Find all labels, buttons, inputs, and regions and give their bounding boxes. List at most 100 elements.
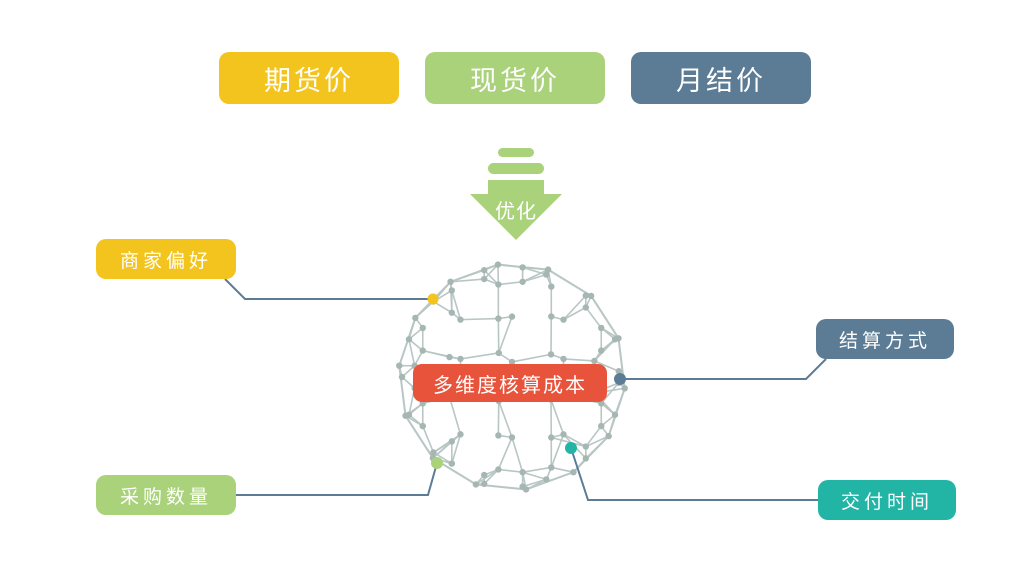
sphere-mesh-line	[585, 425, 602, 448]
sphere-mesh-line	[511, 353, 552, 363]
tag-spot-price-label: 现货价	[470, 65, 560, 97]
factor-delivery-time: 交付时间	[818, 480, 956, 520]
sphere-node	[570, 468, 577, 476]
sphere-node	[402, 412, 409, 419]
sphere-node	[495, 281, 502, 288]
sphere-node	[448, 287, 456, 294]
sphere-node	[605, 432, 612, 440]
sphere-node	[508, 434, 516, 441]
sphere-node	[448, 460, 456, 467]
sphere-node	[457, 431, 464, 438]
sphere-mesh-line	[563, 433, 587, 448]
sphere-node	[508, 358, 516, 366]
tag-monthly-price: 月结价	[631, 52, 811, 104]
tag-monthly-price-label: 月结价	[676, 65, 766, 97]
sphere-node	[615, 368, 623, 375]
sphere-node	[548, 283, 555, 290]
sphere-mesh-line	[422, 349, 450, 358]
sphere-mesh-line	[497, 400, 513, 438]
optimize-arrow-icon	[470, 148, 562, 240]
sphere-node	[598, 324, 605, 332]
sphere-node	[446, 353, 453, 361]
factor-purchase-quantity: 采购数量	[96, 475, 236, 515]
sphere-node	[547, 351, 555, 358]
center-label-text: 多维度核算成本	[433, 372, 587, 397]
sphere-node	[457, 355, 464, 363]
sphere-node	[543, 476, 550, 483]
sphere-node	[481, 480, 488, 488]
sphere-node	[598, 422, 605, 430]
sphere-mesh-line	[451, 434, 462, 464]
sphere-node	[591, 357, 598, 365]
connector-purchase-quantity	[236, 462, 438, 496]
sphere-mesh-line	[432, 440, 453, 459]
sphere-node	[519, 278, 526, 285]
sphere-node	[430, 449, 437, 456]
sphere-node	[396, 362, 403, 369]
sphere-mesh-line	[522, 268, 549, 283]
sphere-node	[495, 466, 502, 473]
sphere-mesh-line	[522, 471, 547, 481]
sphere-node	[472, 481, 480, 488]
connector-delivery-time	[570, 447, 820, 501]
sphere-node	[582, 304, 590, 311]
center-multidimensional-cost: 多维度核算成本	[413, 364, 607, 402]
sphere-node	[587, 292, 595, 300]
sphere-mesh-line	[594, 360, 620, 372]
sphere-node	[582, 443, 590, 450]
sphere-node	[419, 347, 426, 354]
sphere-mesh-line	[522, 266, 547, 276]
sphere-node	[419, 324, 426, 332]
sphere-mesh-line	[483, 269, 499, 286]
sphere-node	[519, 264, 526, 271]
factor-settlement-method: 结算方式	[816, 319, 954, 359]
sphere-node	[548, 434, 555, 441]
sphere-mesh-line	[600, 382, 620, 404]
sphere-node	[495, 315, 502, 322]
sphere-node	[543, 271, 550, 278]
connector-dot-delivery	[565, 442, 577, 454]
sphere-node	[419, 422, 426, 430]
sphere-node	[544, 266, 552, 273]
sphere-mesh-line	[562, 295, 587, 321]
sphere-mesh-line	[522, 466, 552, 474]
tag-spot-price: 现货价	[425, 52, 605, 104]
sphere-mesh-line	[422, 425, 435, 453]
sphere-mesh-line	[498, 280, 523, 286]
sphere-node	[548, 464, 555, 471]
sphere-mesh-line	[551, 466, 574, 473]
sphere-mesh-line	[497, 316, 513, 354]
sphere-node	[508, 313, 516, 320]
sphere-mesh-line	[408, 339, 416, 366]
tag-futures-price-label: 期货价	[264, 65, 354, 97]
optimize-label: 优化	[495, 198, 537, 223]
sphere-mesh-line	[550, 399, 565, 435]
sphere-node	[481, 471, 488, 479]
sphere-mesh-line	[451, 290, 462, 320]
sphere-node	[398, 373, 406, 381]
sphere-node	[412, 314, 419, 322]
sphere-node	[447, 278, 454, 286]
connector-dot-settlement	[614, 373, 626, 385]
sphere-node	[560, 431, 567, 438]
sphere-node	[495, 432, 502, 439]
sphere-node	[560, 316, 567, 323]
sphere-mesh-line	[551, 436, 587, 448]
sphere-node	[405, 336, 413, 343]
sphere-node	[495, 349, 502, 357]
sphere-node	[598, 347, 605, 354]
sphere-mesh-line	[563, 306, 587, 321]
sphere-mesh-line	[450, 278, 485, 283]
sphere-mesh-line	[498, 468, 523, 474]
sphere-node	[481, 266, 488, 274]
sphere-mesh-line	[448, 396, 462, 435]
sphere-node	[560, 355, 567, 363]
sphere-mesh-line	[497, 437, 513, 470]
sphere-node	[621, 385, 628, 392]
sphere-node	[519, 469, 526, 476]
sphere-mesh-line	[460, 317, 499, 321]
connector-merchant-preference	[224, 278, 433, 300]
sphere-node	[448, 438, 456, 445]
factor-merchant-preference: 商家偏好	[96, 239, 236, 279]
sphere-node	[611, 411, 619, 418]
